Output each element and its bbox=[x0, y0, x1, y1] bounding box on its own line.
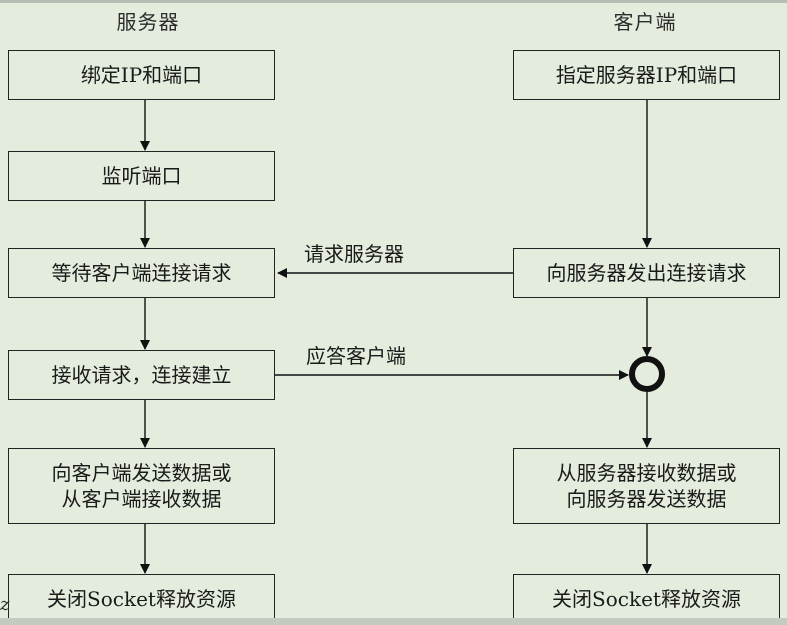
server-step-listen: 监听端口 bbox=[8, 151, 275, 201]
server-column-title: 服务器 bbox=[116, 10, 180, 34]
edge-fragment-glyph: z bbox=[0, 594, 10, 615]
bottom-strip bbox=[0, 618, 787, 625]
server-step-wait: 等待客户端连接请求 bbox=[8, 248, 275, 298]
response-client-label: 应答客户端 bbox=[306, 344, 406, 368]
client-step-transfer: 从服务器接收数据或 向服务器发送数据 bbox=[513, 448, 780, 524]
server-step-accept: 接收请求，连接建立 bbox=[8, 350, 275, 400]
server-step-close: 关闭Socket释放资源 bbox=[8, 574, 275, 624]
server-step-bind: 绑定IP和端口 bbox=[8, 50, 275, 100]
top-border bbox=[0, 0, 787, 3]
client-step-target: 指定服务器IP和端口 bbox=[513, 50, 780, 100]
client-step-request: 向服务器发出连接请求 bbox=[513, 248, 780, 298]
request-server-label: 请求服务器 bbox=[304, 242, 404, 266]
client-step-close: 关闭Socket释放资源 bbox=[513, 574, 780, 624]
server-step-transfer: 向客户端发送数据或 从客户端接收数据 bbox=[8, 448, 275, 524]
junction-circle bbox=[629, 356, 665, 392]
client-column-title: 客户端 bbox=[613, 10, 677, 34]
